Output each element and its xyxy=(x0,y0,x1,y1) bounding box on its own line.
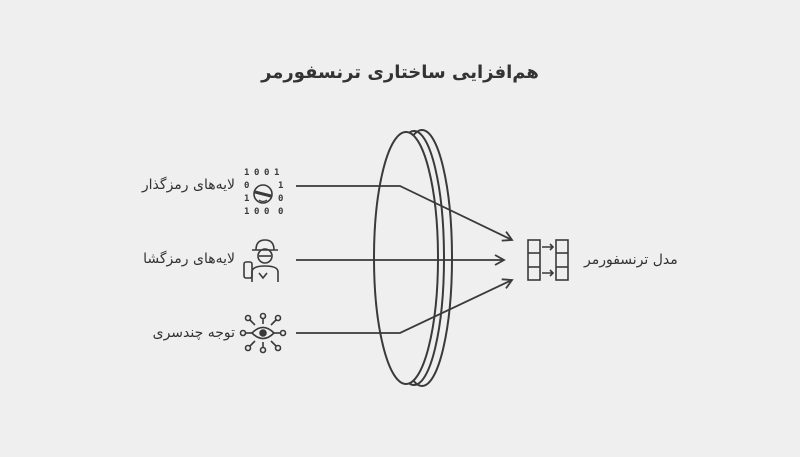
encoder-arrow xyxy=(296,185,514,242)
svg-text:1: 1 xyxy=(244,168,249,178)
svg-text:1: 1 xyxy=(244,194,249,204)
svg-text:0: 0 xyxy=(264,168,269,178)
input-label-decoder: لایه‌های رمزگشا xyxy=(143,251,235,267)
svg-text:0: 0 xyxy=(254,207,259,217)
network-eye-icon xyxy=(239,312,287,354)
svg-text:1: 1 xyxy=(278,181,283,191)
svg-text:1: 1 xyxy=(274,168,279,178)
attention-arrow xyxy=(296,278,514,334)
output-label: مدل ترنسفورمر xyxy=(584,252,678,268)
transformer-blocks-icon xyxy=(527,239,569,281)
decoder-person-icon xyxy=(243,239,279,282)
svg-text:0: 0 xyxy=(278,207,283,217)
lens-icon xyxy=(373,129,453,387)
diagram-title: هم‌افزایی ساختاری ترنسفورمر xyxy=(261,62,539,83)
input-label-attention: توجه چندسری xyxy=(152,325,235,341)
svg-text:0: 0 xyxy=(244,181,249,191)
svg-text:0: 0 xyxy=(278,194,283,204)
svg-text:0: 0 xyxy=(254,168,259,178)
connection-lines xyxy=(296,185,514,334)
svg-text:1: 1 xyxy=(244,207,249,217)
svg-text:0: 0 xyxy=(264,207,269,217)
input-label-encoder: لایه‌های رمزگذار xyxy=(141,177,235,193)
